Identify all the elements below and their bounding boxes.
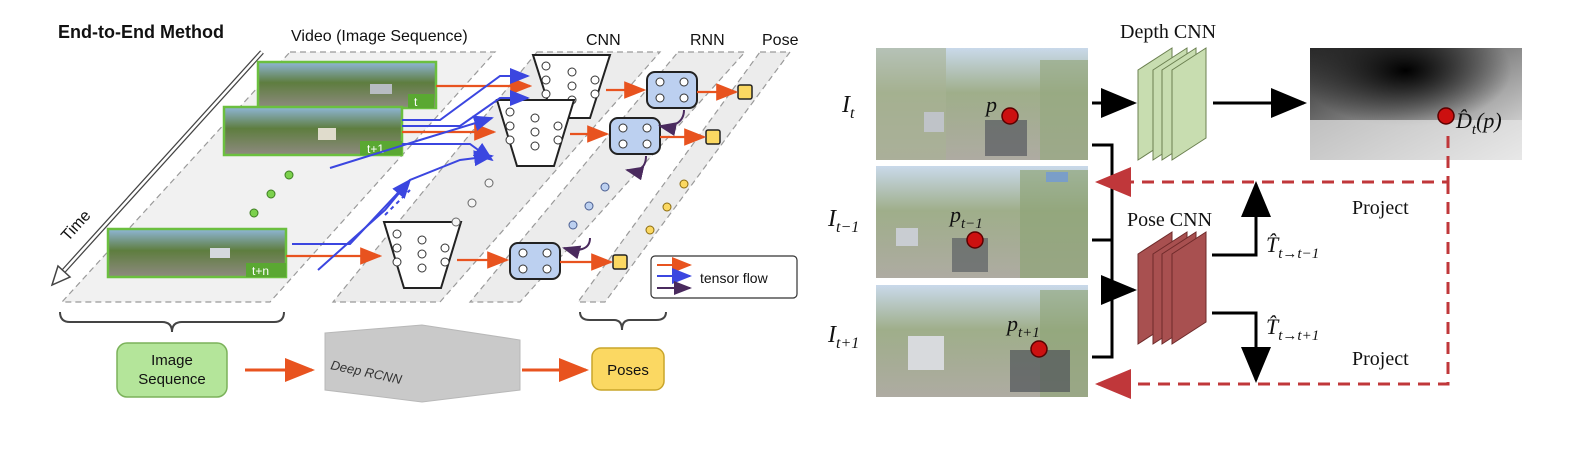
pose-column-label: Pose [762,32,799,49]
project-label-bottom: Project [1352,348,1409,370]
point-pt-minus-1-marker [966,231,984,249]
rnn-column-label: RNN [690,32,725,49]
pose-ellipsis-dots [645,179,689,235]
poses-brace [579,311,667,331]
depth-map: D̂t(p) [1310,48,1522,160]
poses-label: Poses [607,362,649,379]
project-dashed-lines [1095,136,1450,399]
row-label-it-minus-1: It−1 [827,206,859,236]
pose-cnn-label: Pose CNN [1127,209,1212,231]
point-label-pt-plus-1: pt+1 [1005,311,1040,341]
frame-t-plus-n: t+n [106,227,288,279]
pose-cnn-input-bracket [1092,143,1137,359]
pose-output-2 [705,129,721,145]
cnn-block-n [382,221,463,289]
image-it: p [876,48,1088,160]
pose-output-t-plus-1: T̂t→t+1 [1266,314,1319,344]
cnn-ellipsis-dots [451,178,494,227]
image-sequence-brace [59,311,285,333]
cnn-block-2 [495,99,576,167]
frame-t: t [256,60,438,110]
image-sequence-line-1: Image [151,352,193,369]
image-sequence-line-2: Sequence [138,371,206,388]
frame-ellipsis-dots [249,170,294,218]
image-it-minus-1: pt−1 [876,166,1088,278]
pose-output-arrows [1212,181,1271,383]
time-label: Time [58,207,94,244]
row-label-it-plus-1: It+1 [827,322,859,352]
pose-output-n [612,254,628,270]
row-label-it: It [841,92,855,122]
blue-flow-arrows [292,68,530,271]
right-panel: It It−1 It+1 p pt−1 pt+1 [827,21,1522,399]
frame-t-label: t [414,95,418,109]
rnn-block-1 [646,71,698,109]
depth-cnn-block [1137,47,1207,161]
point-label-p: p [984,92,997,117]
poses-box: Poses [591,347,665,391]
rnn-ellipsis-dots [568,182,610,230]
left-title: End-to-End Method [58,22,224,42]
purple-flow-arrows [562,109,685,260]
time-arrow-head [50,264,72,287]
video-column-label: Video (Image Sequence) [291,28,468,45]
image-it-plus-1: pt+1 [876,285,1088,397]
left-panel: End-to-End Method Video (Image Sequence)… [50,22,799,403]
depth-point-marker [1437,107,1455,125]
depth-cnn-label: Depth CNN [1120,21,1216,43]
frame-t-plus-n-label: t+n [252,264,269,278]
legend: tensor flow [650,255,798,299]
point-p-marker [1001,107,1019,125]
rnn-block-n [509,242,561,280]
rnn-column-band [468,51,747,303]
depth-label: D̂t(p) [1455,108,1502,138]
legend-label: tensor flow [700,270,769,286]
cnn-column-label: CNN [586,32,621,49]
deep-rcnn-block: Deep RCNN [324,324,521,403]
point-pt-plus-1-marker [1030,340,1048,358]
frame-t-plus-1: t+1 [222,105,404,157]
point-label-pt-minus-1: pt−1 [948,202,983,232]
image-sequence-box: Image Sequence [116,342,228,398]
project-label-top: Project [1352,197,1409,219]
pose-cnn-block [1137,231,1207,345]
pose-output-1 [737,84,753,100]
rnn-block-2 [609,117,661,155]
pose-column-band [576,51,792,303]
pose-output-t-minus-1: T̂t→t−1 [1266,232,1319,262]
